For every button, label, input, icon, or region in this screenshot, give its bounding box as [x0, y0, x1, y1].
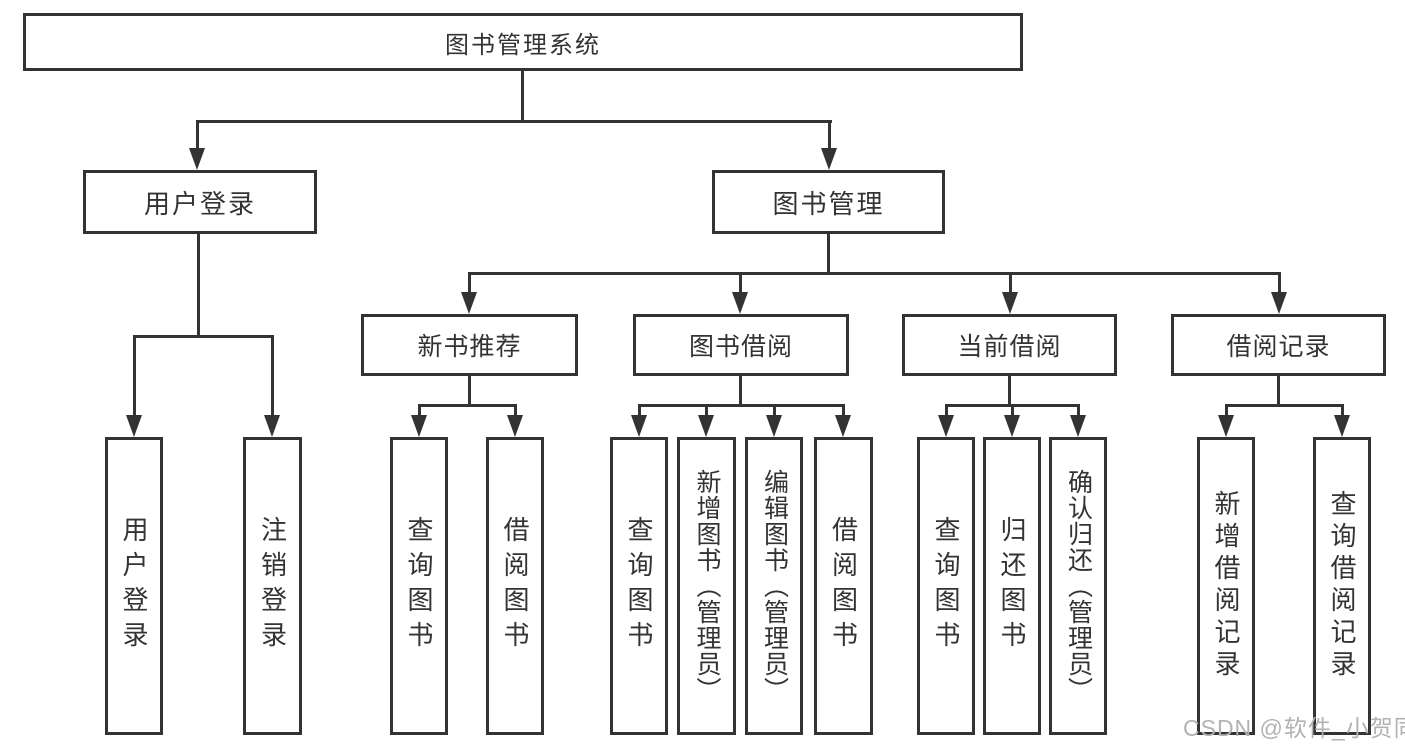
leaf-label: 新增借阅记录: [1211, 490, 1241, 682]
connector-stem: [1008, 376, 1011, 407]
leaf-borrow-books: 借阅图书: [814, 437, 873, 735]
connector-root-stem: [521, 70, 524, 122]
arrowhead-icon: [698, 415, 714, 437]
node-label: 图书管理: [772, 188, 885, 219]
connector-drop: [1077, 404, 1080, 417]
connector-user-login-stem: [197, 234, 200, 338]
leaf-label: 新增图书（管理员）: [693, 469, 721, 703]
connector-rail: [418, 404, 517, 407]
node-book-management: 图书管理: [712, 170, 945, 234]
leaf-label: 借阅图书: [828, 516, 859, 656]
arrowhead-icon: [264, 415, 280, 437]
connector-drop: [828, 120, 831, 150]
leaf-label: 编辑图书（管理员）: [760, 469, 789, 703]
leaf-borrow-books: 借阅图书: [486, 437, 544, 735]
connector-stem: [468, 376, 471, 407]
connector-drop: [945, 404, 948, 417]
leaf-add-borrow-record: 新增借阅记录: [1197, 437, 1255, 735]
connector-drop: [705, 404, 708, 417]
leaf-query-books: 查询图书: [390, 437, 448, 735]
leaf-label: 注销登录: [257, 516, 288, 656]
leaf-logout: 注销登录: [243, 437, 302, 735]
connector-stem: [1277, 376, 1280, 407]
connector-rail: [1225, 404, 1344, 407]
arrowhead-icon: [126, 415, 142, 437]
node-label: 借阅记录: [1226, 333, 1331, 361]
arrowhead-icon: [631, 415, 647, 437]
connector-drop: [468, 272, 471, 294]
connector-drop: [271, 335, 274, 417]
connector-drop: [133, 335, 136, 417]
connector-drop: [418, 404, 421, 417]
connector-root-rail: [196, 120, 832, 123]
leaf-confirm-return-admin: 确认归还（管理员）: [1049, 437, 1107, 735]
leaf-edit-books-admin: 编辑图书（管理员）: [745, 437, 803, 735]
node-label: 图书管理系统: [445, 31, 601, 59]
leaf-label: 查询借阅记录: [1327, 490, 1357, 682]
arrowhead-icon: [766, 415, 782, 437]
connector-drop: [638, 404, 641, 417]
arrowhead-icon: [1070, 415, 1086, 437]
arrowhead-icon: [189, 148, 205, 170]
node-library-management-system: 图书管理系统: [23, 13, 1023, 71]
connector-book-mgmt-stem: [827, 234, 830, 275]
arrowhead-icon: [461, 292, 477, 314]
leaf-label: 归还图书: [997, 516, 1027, 656]
leaf-add-books-admin: 新增图书（管理员）: [677, 437, 736, 735]
leaf-return-books: 归还图书: [983, 437, 1041, 735]
arrowhead-icon: [1004, 415, 1020, 437]
connector-drop: [1341, 404, 1344, 417]
node-current-borrowing: 当前借阅: [902, 314, 1117, 376]
csdn-watermark: CSDN @软件_小贺同学: [1183, 715, 1405, 741]
node-borrowing-records: 借阅记录: [1171, 314, 1386, 376]
node-label: 用户登录: [143, 188, 256, 219]
arrowhead-icon: [821, 148, 837, 170]
connector-drop: [1225, 404, 1228, 417]
node-label: 新书推荐: [417, 333, 522, 361]
leaf-query-books: 查询图书: [610, 437, 668, 735]
arrowhead-icon: [1218, 415, 1234, 437]
leaf-label: 查询图书: [404, 516, 434, 656]
connector-drop: [842, 404, 845, 417]
leaf-label: 借阅图书: [500, 516, 530, 656]
leaf-query-borrow-record: 查询借阅记录: [1313, 437, 1371, 735]
connector-drop: [773, 404, 776, 417]
arrowhead-icon: [732, 292, 748, 314]
leaf-user-login: 用户登录: [105, 437, 163, 735]
arrowhead-icon: [835, 415, 851, 437]
connector-book-mgmt-rail: [468, 272, 1281, 275]
connector-user-login-rail: [133, 335, 274, 338]
node-user-login: 用户登录: [83, 170, 317, 234]
arrowhead-icon: [1002, 292, 1018, 314]
leaf-query-books: 查询图书: [917, 437, 975, 735]
arrowhead-icon: [507, 415, 523, 437]
arrowhead-icon: [411, 415, 427, 437]
connector-drop: [1011, 404, 1014, 417]
connector-drop: [196, 120, 199, 150]
node-new-book-recommend: 新书推荐: [361, 314, 578, 376]
connector-drop: [514, 404, 517, 417]
connector-rail: [638, 404, 845, 407]
node-label: 图书借阅: [688, 333, 793, 361]
connector-drop: [1009, 272, 1012, 294]
connector-drop: [1278, 272, 1281, 294]
leaf-label: 用户登录: [119, 516, 149, 656]
connector-drop: [739, 272, 742, 294]
connector-stem: [739, 376, 742, 407]
node-label: 当前借阅: [957, 333, 1062, 361]
leaf-label: 确认归还（管理员）: [1064, 469, 1093, 703]
arrowhead-icon: [1271, 292, 1287, 314]
leaf-label: 查询图书: [624, 516, 654, 656]
node-book-borrowing: 图书借阅: [633, 314, 849, 376]
arrowhead-icon: [1334, 415, 1350, 437]
arrowhead-icon: [938, 415, 954, 437]
leaf-label: 查询图书: [931, 516, 961, 656]
